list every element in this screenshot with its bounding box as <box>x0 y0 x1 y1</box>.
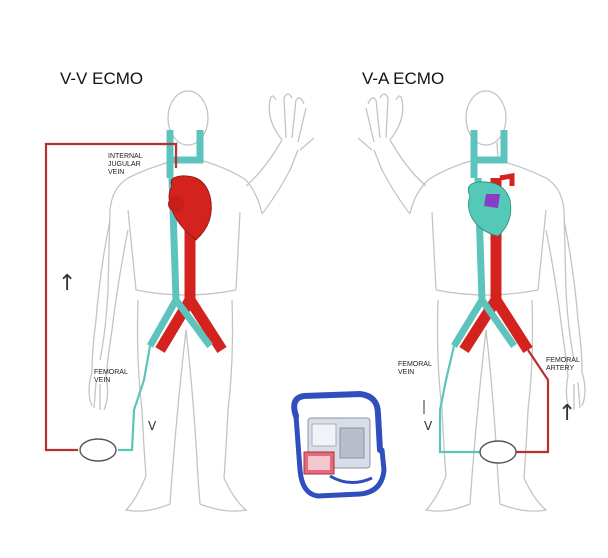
vv-ecmo-title: V-V ECMO <box>60 69 143 88</box>
vv-femoral-vein-label-line1: FEMORAL <box>94 369 128 376</box>
va-heart <box>468 182 511 236</box>
vv-down-arrow-icon: V <box>148 419 157 433</box>
va-up-arrow-icon: ↑ <box>558 401 576 426</box>
va-femoral-vein-label-line2: VEIN <box>398 369 414 376</box>
vv-return-line <box>46 144 176 450</box>
va-femoral-vein-label-line1: FEMORAL <box>398 361 432 368</box>
va-drainage-line <box>440 346 480 452</box>
va-down-arrow-icon: V <box>424 419 433 433</box>
va-cannula <box>484 194 500 208</box>
vv-drainage-line <box>118 346 150 450</box>
vv-up-arrow-icon: ↑ <box>58 271 76 296</box>
vv-femoral-vein-label-line2: VEIN <box>94 377 110 384</box>
va-ecmo-title: V-A ECMO <box>362 69 444 88</box>
pump-icon <box>80 439 116 461</box>
ijv-label-line3: VEIN <box>108 169 124 176</box>
ecmo-device-icon <box>294 394 384 496</box>
ijv-label-line2: JUGULAR <box>108 161 141 168</box>
pump-icon <box>480 441 516 463</box>
femoral-artery-label-line1: FEMORAL <box>546 357 580 364</box>
ijv-label-line1: INTERNAL <box>108 153 143 160</box>
femoral-artery-label-line2: ARTERY <box>546 365 574 372</box>
vv-circuit <box>46 144 176 461</box>
